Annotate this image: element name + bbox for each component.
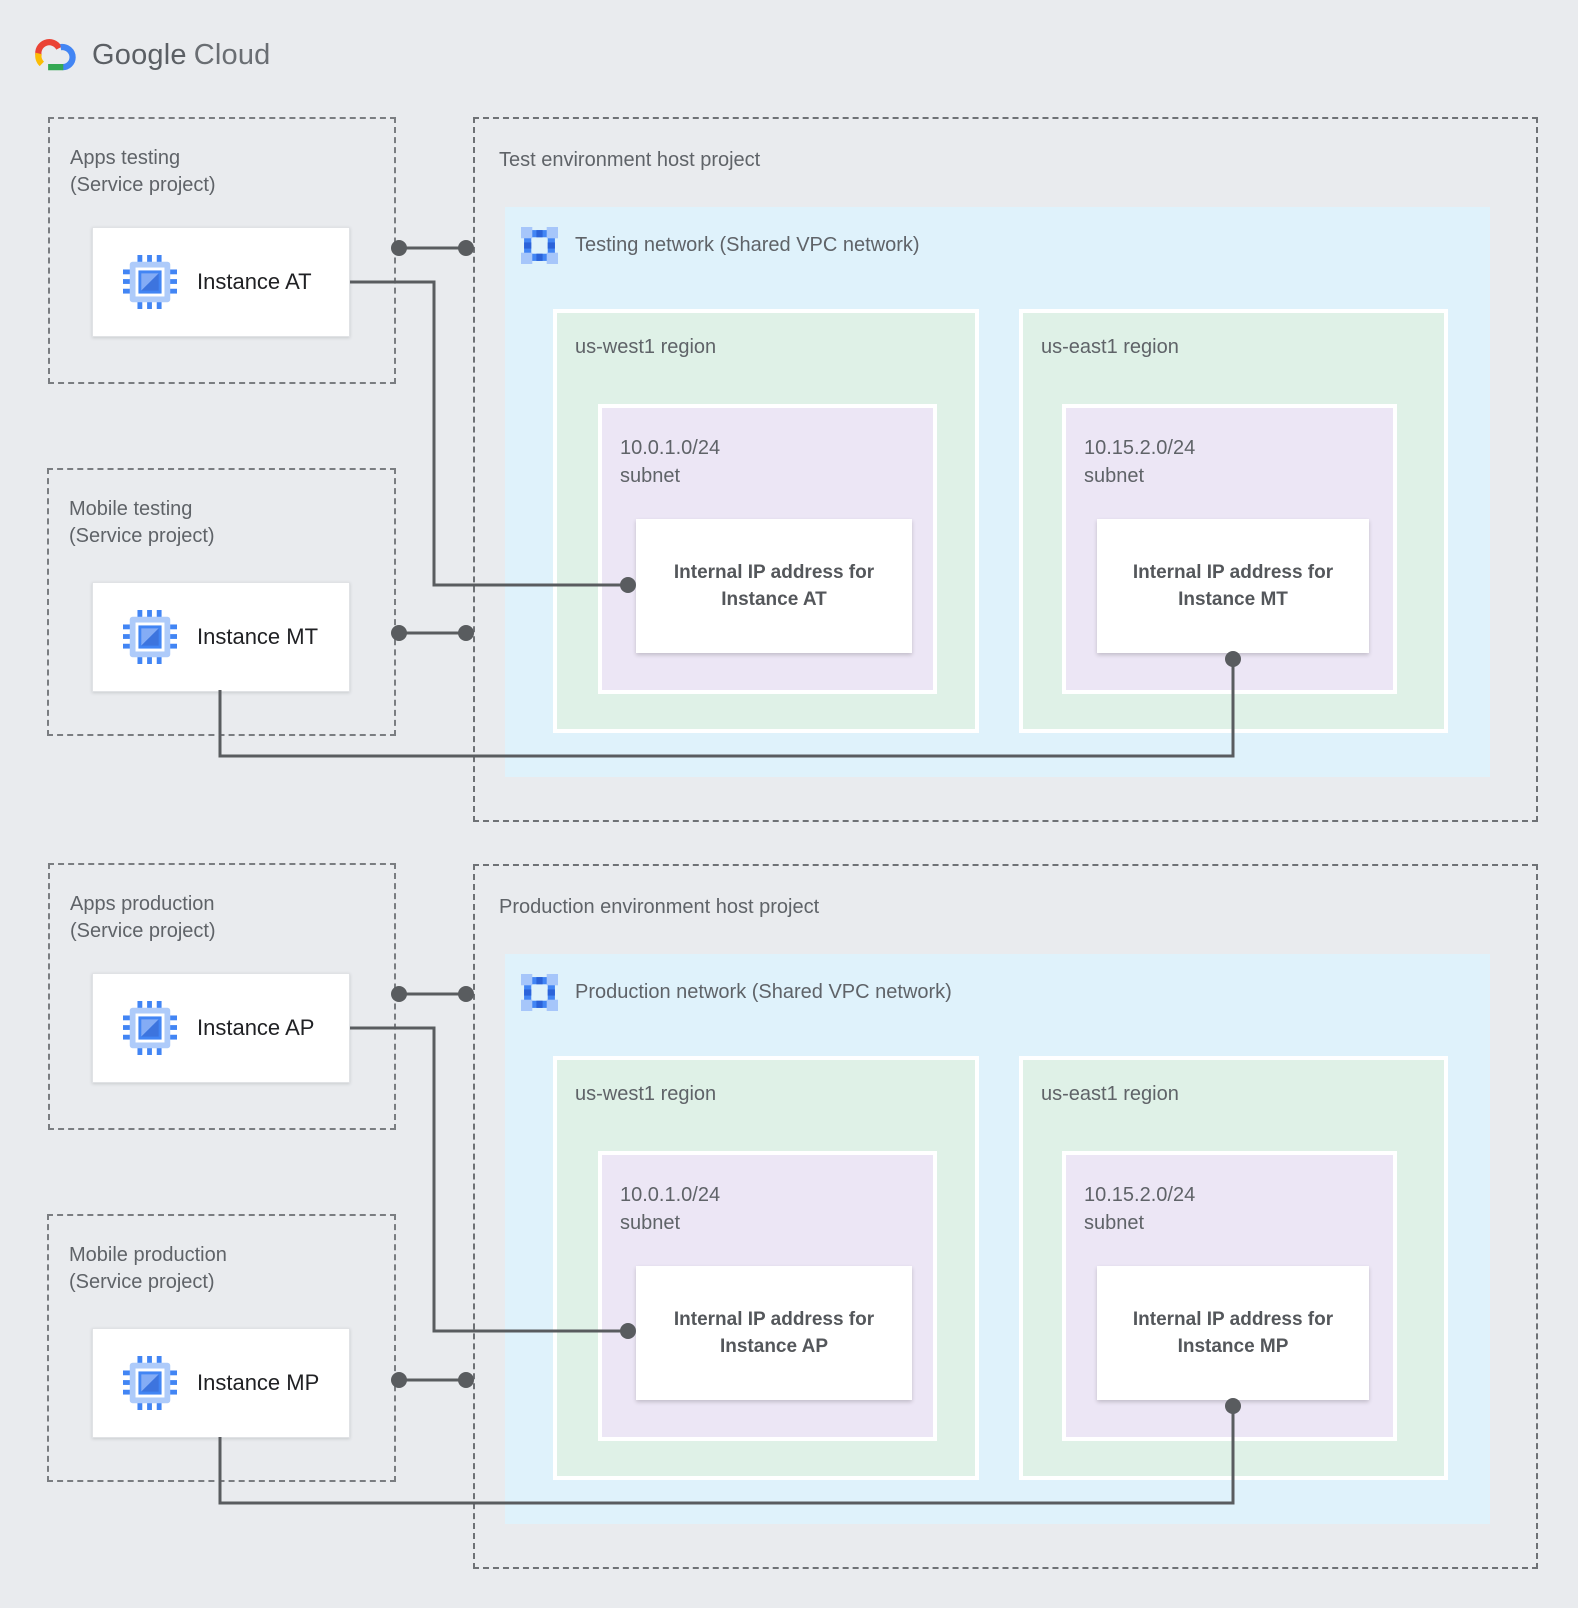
ip-line1: Internal IP address for [673, 562, 875, 583]
subnet-word: subnet [620, 1212, 681, 1234]
ip-line1: Internal IP address for [1132, 1309, 1334, 1330]
subnet-us-east1-test: 10.15.2.0/24 subnet Internal IP address … [1062, 404, 1397, 694]
service-project-name: Apps testing [70, 147, 181, 169]
instance-label: Instance AP [197, 1015, 315, 1040]
instance-label: Instance MT [197, 624, 319, 649]
network-header: Production network (Shared VPC network) [521, 974, 952, 1011]
service-project-label: Mobile testing (Service project) [69, 496, 215, 550]
internal-ip-box-mp: Internal IP address for Instance MP [1097, 1266, 1369, 1400]
ip-line1: Internal IP address for [1132, 562, 1334, 583]
region-label: us-west1 region [575, 1083, 717, 1105]
instance-card-mp: Instance MP [92, 1328, 350, 1438]
internal-ip-box-mt: Internal IP address for Instance MT [1097, 519, 1369, 653]
service-project-type: (Service project) [69, 525, 215, 547]
service-project-label: Mobile production (Service project) [69, 1242, 227, 1296]
compute-instance-icon [123, 1001, 177, 1055]
subnet-label: 10.0.1.0/24 subnet [620, 434, 720, 490]
ip-line2: Instance AT [721, 589, 827, 610]
service-project-type: (Service project) [69, 1271, 215, 1293]
subnet-label: 10.15.2.0/24 subnet [1084, 434, 1195, 490]
vpc-network-icon [521, 227, 558, 264]
instance-card-ap: Instance AP [92, 973, 350, 1083]
subnet-cidr: 10.0.1.0/24 [620, 437, 721, 459]
internal-ip-box-at: Internal IP address for Instance AT [636, 519, 912, 653]
compute-instance-icon [123, 610, 177, 664]
network-header: Testing network (Shared VPC network) [521, 227, 920, 264]
region-us-west1-test: us-west1 region 10.0.1.0/24 subnet Inter… [553, 309, 979, 733]
region-us-east1-production: us-east1 region 10.15.2.0/24 subnet Inte… [1019, 1056, 1448, 1480]
ip-line2: Instance MT [1178, 589, 1288, 610]
subnet-cidr: 10.15.2.0/24 [1084, 437, 1196, 459]
connection-dot [458, 986, 474, 1002]
subnet-label: 10.0.1.0/24 subnet [620, 1181, 720, 1237]
ip-line2: Instance MP [1177, 1336, 1289, 1357]
host-project-title: Production environment host project [499, 896, 820, 918]
logo-text-google: Google [92, 38, 187, 71]
subnet-word: subnet [1084, 465, 1145, 487]
service-project-apps-production: Apps production (Service project) Instan… [48, 863, 396, 1130]
instance-card-at: Instance AT [92, 227, 350, 337]
internal-ip-box-ap: Internal IP address for Instance AP [636, 1266, 912, 1400]
service-project-label: Apps testing (Service project) [70, 145, 216, 199]
service-project-name: Mobile production [69, 1244, 227, 1266]
host-project-production: Production environment host project [473, 864, 1538, 1569]
service-project-mobile-production: Mobile production (Service project) Inst… [47, 1214, 396, 1482]
shared-vpc-network-production: Production network (Shared VPC network) … [505, 954, 1490, 1524]
service-project-apps-testing: Apps testing (Service project) Instance … [48, 117, 396, 384]
service-project-type: (Service project) [70, 920, 216, 942]
subnet-us-west1-test: 10.0.1.0/24 subnet Internal IP address f… [598, 404, 937, 694]
subnet-word: subnet [1084, 1212, 1145, 1234]
compute-instance-icon [123, 1356, 177, 1410]
ip-line1: Internal IP address for [673, 1309, 875, 1330]
region-label: us-west1 region [575, 336, 717, 358]
service-project-name: Apps production [70, 893, 215, 915]
region-label: us-east1 region [1041, 336, 1179, 358]
instance-card-mt: Instance MT [92, 582, 350, 692]
shared-vpc-network-testing: Testing network (Shared VPC network) us-… [505, 207, 1490, 777]
service-project-label: Apps production (Service project) [70, 891, 216, 945]
region-label: us-east1 region [1041, 1083, 1179, 1105]
host-project-title: Test environment host project [499, 149, 761, 171]
connection-dot [458, 240, 474, 256]
region-us-west1-production: us-west1 region 10.0.1.0/24 subnet Inter… [553, 1056, 979, 1480]
connection-dot [458, 625, 474, 641]
network-title: Production network (Shared VPC network) [575, 981, 952, 1003]
subnet-us-east1-production: 10.15.2.0/24 subnet Internal IP address … [1062, 1151, 1397, 1441]
service-project-mobile-testing: Mobile testing (Service project) Instanc… [47, 468, 396, 736]
subnet-label: 10.15.2.0/24 subnet [1084, 1181, 1195, 1237]
logo-text-cloud: Cloud [193, 38, 271, 71]
host-project-test: Test environment host project [473, 117, 1538, 822]
vpc-network-icon [521, 974, 558, 1011]
service-project-name: Mobile testing [69, 498, 193, 520]
subnet-cidr: 10.0.1.0/24 [620, 1184, 721, 1206]
ip-line2: Instance AP [719, 1336, 829, 1357]
subnet-us-west1-production: 10.0.1.0/24 subnet Internal IP address f… [598, 1151, 937, 1441]
instance-label: Instance MP [197, 1370, 320, 1395]
region-us-east1-test: us-east1 region 10.15.2.0/24 subnet Inte… [1019, 309, 1448, 733]
subnet-cidr: 10.15.2.0/24 [1084, 1184, 1196, 1206]
instance-label: Instance AT [197, 269, 312, 294]
network-title: Testing network (Shared VPC network) [575, 234, 920, 256]
subnet-word: subnet [620, 465, 681, 487]
compute-instance-icon [123, 255, 177, 309]
connection-dot [458, 1372, 474, 1388]
service-project-type: (Service project) [70, 174, 216, 196]
google-cloud-logo-icon [35, 39, 76, 71]
